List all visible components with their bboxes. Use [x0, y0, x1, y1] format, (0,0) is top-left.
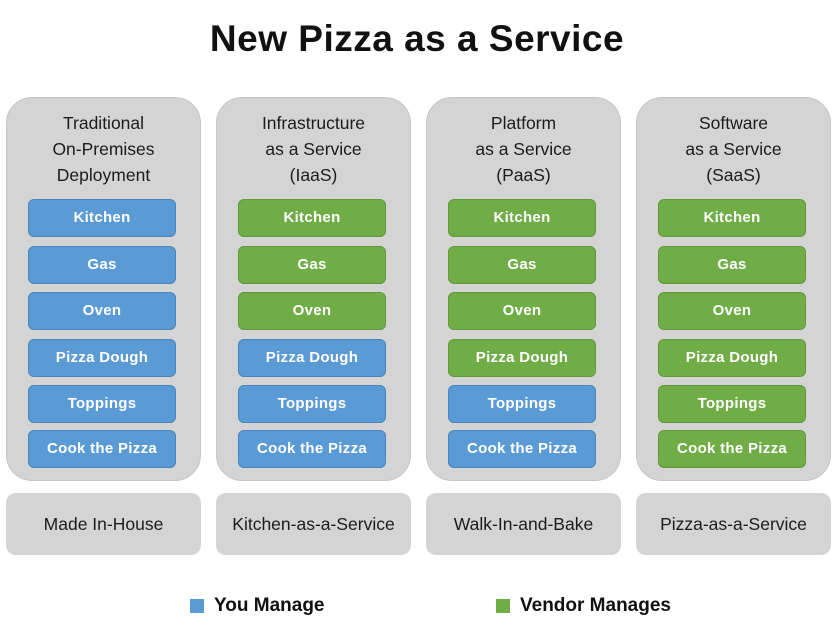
- legend-label: Vendor Manages: [520, 595, 671, 616]
- column-heading: Platform as a Service (PaaS): [427, 110, 620, 188]
- layer-oven: Oven: [658, 292, 806, 330]
- layer-pizza-dough: Pizza Dough: [658, 339, 806, 377]
- column-heading-line: On-Premises: [52, 139, 155, 159]
- layer-pizza-dough: Pizza Dough: [448, 339, 596, 377]
- layer-pizza-dough: Pizza Dough: [28, 339, 176, 377]
- legend-swatch-you: [190, 599, 204, 613]
- layer-kitchen: Kitchen: [28, 199, 176, 237]
- footer-kitchen-as-a-service: Kitchen-as-a-Service: [216, 493, 411, 555]
- column-heading-line: (IaaS): [289, 165, 338, 185]
- layer-toppings: Toppings: [28, 385, 176, 423]
- layer-oven: Oven: [238, 292, 386, 330]
- column-heading-line: Traditional: [62, 113, 145, 133]
- column-heading-line: Software: [698, 113, 769, 133]
- layer-gas: Gas: [448, 246, 596, 284]
- column-paas: Platform as a Service (PaaS) Kitchen Gas…: [426, 97, 621, 481]
- layer-kitchen: Kitchen: [658, 199, 806, 237]
- column-heading-line: (SaaS): [706, 165, 761, 185]
- column-heading: Software as a Service (SaaS): [637, 110, 830, 188]
- legend-you-manage: You Manage: [190, 594, 325, 618]
- layer-oven: Oven: [448, 292, 596, 330]
- column-heading-line: Deployment: [56, 165, 151, 185]
- column-heading: Traditional On-Premises Deployment: [7, 110, 200, 188]
- layer-cook-the-pizza: Cook the Pizza: [658, 430, 806, 468]
- legend-label: You Manage: [214, 595, 325, 616]
- column-heading-line: as a Service: [475, 139, 572, 159]
- layer-toppings: Toppings: [448, 385, 596, 423]
- legend-swatch-vendor: [496, 599, 510, 613]
- layer-gas: Gas: [238, 246, 386, 284]
- layer-pizza-dough: Pizza Dough: [238, 339, 386, 377]
- column-on-premises: Traditional On-Premises Deployment Kitch…: [6, 97, 201, 481]
- layer-cook-the-pizza: Cook the Pizza: [448, 430, 596, 468]
- footer-walk-in-and-bake: Walk-In-and-Bake: [426, 493, 621, 555]
- column-saas: Software as a Service (SaaS) Kitchen Gas…: [636, 97, 831, 481]
- column-heading-line: (PaaS): [496, 165, 551, 185]
- layer-kitchen: Kitchen: [448, 199, 596, 237]
- layer-gas: Gas: [658, 246, 806, 284]
- legend-vendor-manages: Vendor Manages: [496, 594, 671, 618]
- diagram-title: New Pizza as a Service: [209, 18, 625, 59]
- layer-toppings: Toppings: [238, 385, 386, 423]
- layer-cook-the-pizza: Cook the Pizza: [28, 430, 176, 468]
- layer-gas: Gas: [28, 246, 176, 284]
- column-iaas: Infrastructure as a Service (IaaS) Kitch…: [216, 97, 411, 481]
- column-heading-line: Platform: [490, 113, 557, 133]
- layer-toppings: Toppings: [658, 385, 806, 423]
- footer-made-in-house: Made In-House: [6, 493, 201, 555]
- layer-cook-the-pizza: Cook the Pizza: [238, 430, 386, 468]
- layer-oven: Oven: [28, 292, 176, 330]
- column-heading: Infrastructure as a Service (IaaS): [217, 110, 410, 188]
- column-heading-line: as a Service: [685, 139, 782, 159]
- column-heading-line: as a Service: [265, 139, 362, 159]
- layer-kitchen: Kitchen: [238, 199, 386, 237]
- footer-pizza-as-a-service: Pizza-as-a-Service: [636, 493, 831, 555]
- column-heading-line: Infrastructure: [261, 113, 366, 133]
